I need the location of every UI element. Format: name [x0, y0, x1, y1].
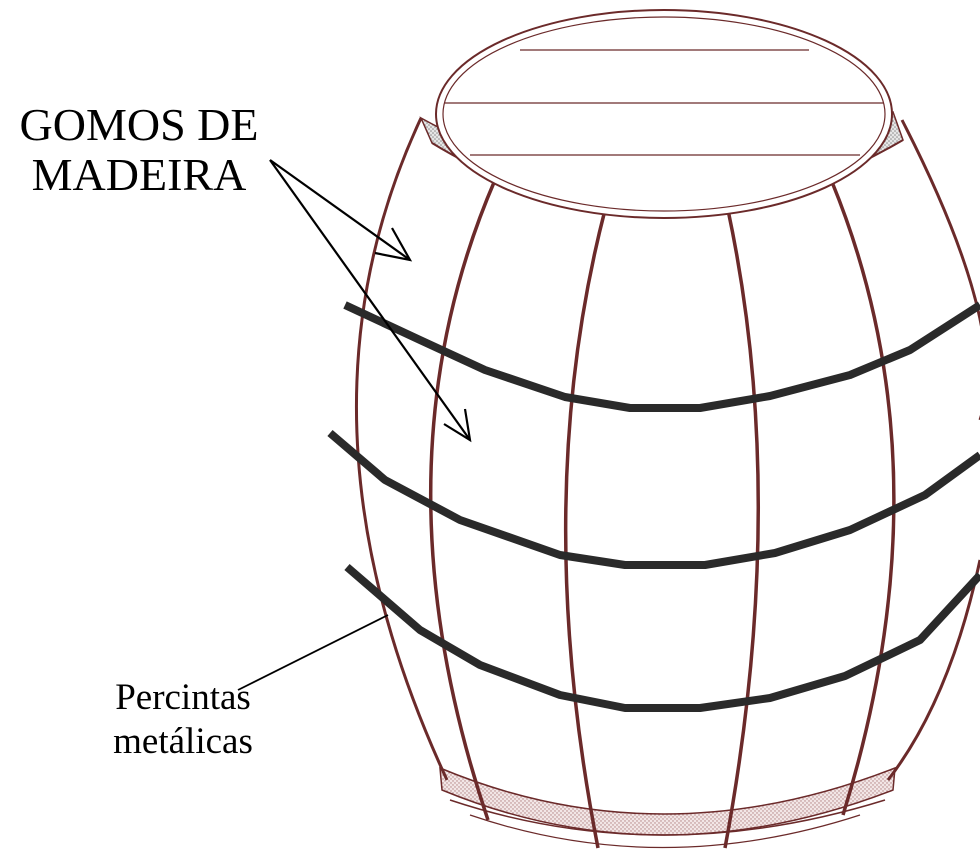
barrel-lid: [435, 9, 893, 219]
wood-staves-label-line2: MADEIRA: [31, 149, 247, 200]
wood-staves-label-line1: GOMOS DE: [19, 99, 259, 150]
metal-hoops-label-line1: Percintas: [115, 677, 251, 718]
staves: [429, 179, 896, 849]
metal-hoops-label: Percintas metálicas: [88, 676, 278, 764]
arrow-line-lower: [269, 159, 471, 441]
arrowhead-upper: [374, 227, 413, 262]
hoop-middle: [327, 429, 980, 569]
metal-hoops: [327, 301, 980, 712]
stave-line: [723, 209, 760, 849]
hoop-upper: [343, 301, 980, 412]
bottom-rim: [439, 766, 896, 849]
stave-left-edge: [355, 117, 449, 781]
stave-line: [429, 179, 497, 821]
stave-line: [830, 181, 896, 816]
hoop-leader-line: [237, 614, 389, 691]
metal-hoops-label-line2: metálicas: [113, 721, 253, 762]
wood-staves-label: GOMOS DE MADEIRA: [8, 100, 270, 200]
stave-line: [563, 209, 607, 849]
annotation-arrows: [269, 159, 472, 443]
barrel-body: [355, 117, 980, 781]
stave-right-lower: [886, 559, 980, 781]
stave-right-edge: [900, 119, 980, 420]
hoop-lower: [344, 563, 980, 712]
arrowhead-lower: [443, 408, 472, 443]
arrow-line-upper: [269, 159, 411, 261]
